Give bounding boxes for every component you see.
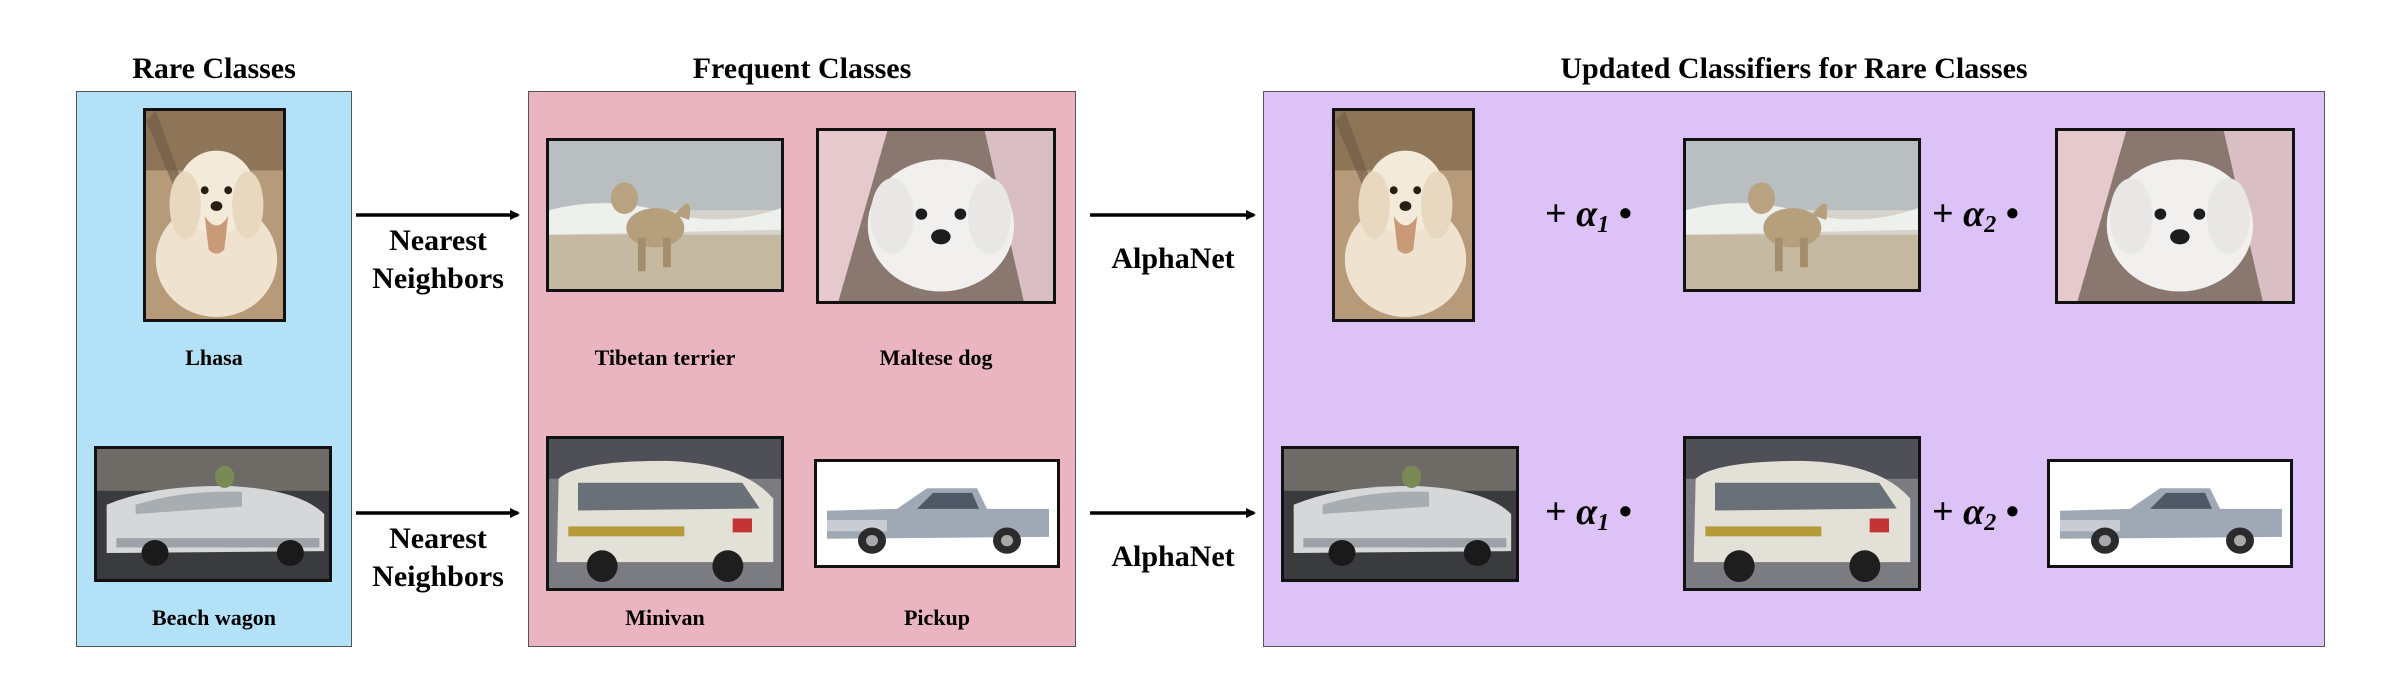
frequent-label-maltese-dog: Maltese dog xyxy=(879,345,993,370)
neighbors-line: Neighbors xyxy=(372,262,504,295)
alpha-subscript: 2 xyxy=(1984,212,1997,238)
nearest-line: Nearest xyxy=(389,522,487,555)
updated-beach-wagon-image xyxy=(1281,446,1519,582)
plus-sign: + xyxy=(1545,193,1567,235)
alpha2-term-bottom: + α2 • xyxy=(1932,490,2019,537)
alpha1-term-bottom: + α1 • xyxy=(1545,490,1632,537)
nearest-neighbors-arrow-bottom xyxy=(356,508,520,518)
updated-minivan-image xyxy=(1683,436,1921,591)
frequent-label-tibetan-terrier: Tibetan terrier xyxy=(594,345,736,370)
alphanet-label-bottom: AlphaNet xyxy=(1111,540,1235,573)
plus-sign: + xyxy=(1932,491,1954,533)
updated-classifiers-title: Updated Classifiers for Rare Classes xyxy=(1560,52,2028,85)
alpha2-term-top: + α2 • xyxy=(1932,192,2019,239)
minivan-image xyxy=(546,436,784,591)
dot-operator: • xyxy=(2005,491,2019,533)
alpha1-term-top: + α1 • xyxy=(1545,192,1632,239)
tibetan-terrier-image xyxy=(546,138,784,292)
dot-operator: • xyxy=(2005,193,2019,235)
alphanet-label-top: AlphaNet xyxy=(1111,242,1235,275)
updated-maltese-dog-image xyxy=(2055,128,2295,304)
dot-operator: • xyxy=(1618,491,1632,533)
alpha-subscript: 2 xyxy=(1984,510,1997,536)
rare-label-lhasa: Lhasa xyxy=(185,345,243,370)
alphanet-arrow-top xyxy=(1090,210,1256,220)
frequent-classes-title: Frequent Classes xyxy=(692,52,912,85)
nearest-line: Nearest xyxy=(389,224,487,257)
updated-lhasa-image xyxy=(1332,108,1475,322)
alpha-symbol: α xyxy=(1576,193,1598,235)
alpha-symbol: α xyxy=(1963,491,1985,533)
frequent-label-pickup: Pickup xyxy=(903,605,971,630)
updated-tibetan-terrier-image xyxy=(1683,138,1921,292)
rare-classes-title: Rare Classes xyxy=(132,52,296,85)
plus-sign: + xyxy=(1545,491,1567,533)
plus-sign: + xyxy=(1932,193,1954,235)
maltese-dog-image xyxy=(816,128,1056,304)
rare-label-beach-wagon: Beach wagon xyxy=(151,605,277,630)
pickup-image xyxy=(814,459,1060,568)
nearest-neighbors-arrow-top xyxy=(356,210,520,220)
nearest-neighbors-label-bottom: Nearest Neighbors xyxy=(354,520,522,596)
updated-pickup-image xyxy=(2047,459,2293,568)
alphanet-arrow-bottom xyxy=(1090,508,1256,518)
frequent-label-minivan: Minivan xyxy=(625,605,705,630)
alpha-symbol: α xyxy=(1963,193,1985,235)
alpha-symbol: α xyxy=(1576,491,1598,533)
alpha-subscript: 1 xyxy=(1597,212,1610,238)
dot-operator: • xyxy=(1618,193,1632,235)
lhasa-image xyxy=(143,108,286,322)
beach-wagon-image xyxy=(94,446,332,582)
nearest-neighbors-label-top: Nearest Neighbors xyxy=(354,222,522,298)
neighbors-line: Neighbors xyxy=(372,560,504,593)
alpha-subscript: 1 xyxy=(1597,510,1610,536)
